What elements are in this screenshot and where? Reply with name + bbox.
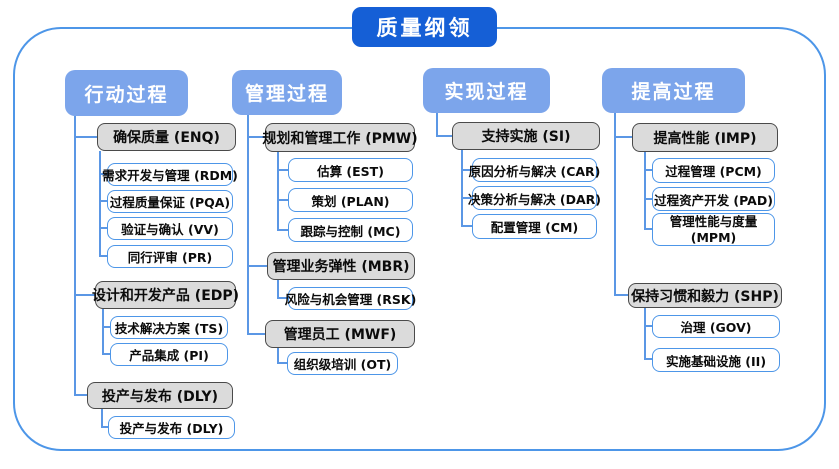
connector-trunk-edp bbox=[102, 309, 104, 355]
group-mbr: 管理业务弹性 (MBR) bbox=[267, 252, 415, 280]
connector-stub bbox=[99, 227, 107, 229]
connector-stub bbox=[644, 228, 652, 230]
connector-stub bbox=[277, 297, 288, 299]
group-dly: 投产与发布 (DLY) bbox=[87, 382, 233, 409]
connector-stub bbox=[614, 136, 632, 138]
column-header-management-process: 管理过程 bbox=[232, 70, 342, 115]
connector-stub bbox=[99, 200, 107, 202]
node-pcm: 过程管理 (PCM) bbox=[652, 158, 775, 183]
connector-trunk-mbr bbox=[277, 280, 279, 299]
node-gov: 治理 (GOV) bbox=[652, 315, 780, 338]
node-rsk: 风险与机会管理 (RSK) bbox=[285, 287, 416, 310]
node-dly: 投产与发布 (DLY) bbox=[108, 416, 235, 439]
group-mwf: 管理员工 (MWF) bbox=[265, 320, 415, 348]
node-ot: 组织级培训 (OT) bbox=[287, 352, 398, 375]
connector-trunk-imp bbox=[644, 152, 646, 230]
node-pr: 同行评审 (PR) bbox=[107, 245, 233, 268]
group-pmw: 规划和管理工作 (PMW) bbox=[262, 123, 418, 152]
connector-stub bbox=[644, 198, 652, 200]
connector-stub bbox=[436, 135, 452, 137]
connector-trunk-mwf bbox=[277, 348, 279, 364]
connector-stub bbox=[247, 265, 267, 267]
node-plan: 策划 (PLAN) bbox=[288, 188, 413, 212]
connector-stub bbox=[614, 294, 628, 296]
node-pad: 过程资产开发 (PAD) bbox=[652, 187, 775, 211]
connector-stub bbox=[277, 362, 287, 364]
connector-stub bbox=[102, 353, 110, 355]
group-imp: 提高性能 (IMP) bbox=[632, 123, 778, 152]
column-header-implementation-process: 实现过程 bbox=[423, 68, 550, 113]
connector-stub bbox=[277, 199, 288, 201]
node-vv: 验证与确认 (VV) bbox=[107, 217, 233, 240]
connector-stub bbox=[277, 169, 288, 171]
node-dar: 决策分析与解决 (DAR) bbox=[468, 186, 601, 210]
connector-trunk-implementation bbox=[436, 113, 438, 137]
node-rdm: 需求开发与管理 (RDM) bbox=[102, 163, 238, 186]
connector-stub bbox=[102, 326, 110, 328]
connector-stub bbox=[461, 225, 472, 227]
connector-stub bbox=[644, 169, 652, 171]
connector-stub bbox=[247, 333, 265, 335]
connector-stub bbox=[99, 173, 107, 175]
connector-trunk-pmw bbox=[277, 152, 279, 230]
connector-stub bbox=[74, 136, 97, 138]
connector-stub bbox=[644, 358, 652, 360]
node-ii: 实施基础设施 (II) bbox=[652, 348, 780, 372]
connector-trunk-dly bbox=[101, 409, 103, 428]
connector-stub bbox=[101, 426, 108, 428]
connector-stub bbox=[247, 136, 265, 138]
node-mc: 跟踪与控制 (MC) bbox=[288, 218, 413, 242]
connector-stub bbox=[277, 229, 288, 231]
node-est: 估算 (EST) bbox=[288, 158, 413, 182]
connector-stub bbox=[461, 169, 472, 171]
group-enq: 确保质量 (ENQ) bbox=[97, 123, 236, 151]
connector-stub bbox=[74, 394, 87, 396]
connector-trunk-si bbox=[461, 150, 463, 227]
group-si: 支持实施 (SI) bbox=[452, 122, 600, 150]
node-pi: 产品集成 (PI) bbox=[110, 343, 228, 366]
title-box: 质量纲领 bbox=[352, 7, 497, 47]
group-edp: 设计和开发产品 (EDP) bbox=[92, 281, 239, 309]
node-ts: 技术解决方案 (TS) bbox=[110, 316, 228, 339]
connector-stub bbox=[644, 325, 652, 327]
connector-trunk-action bbox=[74, 116, 76, 396]
connector-trunk-shp bbox=[644, 308, 646, 360]
node-car: 原因分析与解决 (CAR) bbox=[469, 158, 600, 182]
node-mpm: 管理性能与度量 (MPM) bbox=[652, 213, 775, 246]
node-cm: 配置管理 (CM) bbox=[472, 214, 597, 239]
connector-stub bbox=[74, 294, 95, 296]
connector-stub bbox=[461, 197, 472, 199]
connector-trunk-enq bbox=[99, 151, 101, 257]
connector-trunk-management bbox=[247, 115, 249, 334]
group-shp: 保持习惯和毅力 (SHP) bbox=[628, 283, 782, 308]
connector-trunk-improvement bbox=[614, 113, 616, 296]
column-header-action-process: 行动过程 bbox=[65, 70, 188, 116]
column-header-improvement-process: 提高过程 bbox=[602, 68, 745, 113]
connector-stub bbox=[99, 255, 107, 257]
node-pqa: 过程质量保证 (PQA) bbox=[107, 190, 233, 213]
